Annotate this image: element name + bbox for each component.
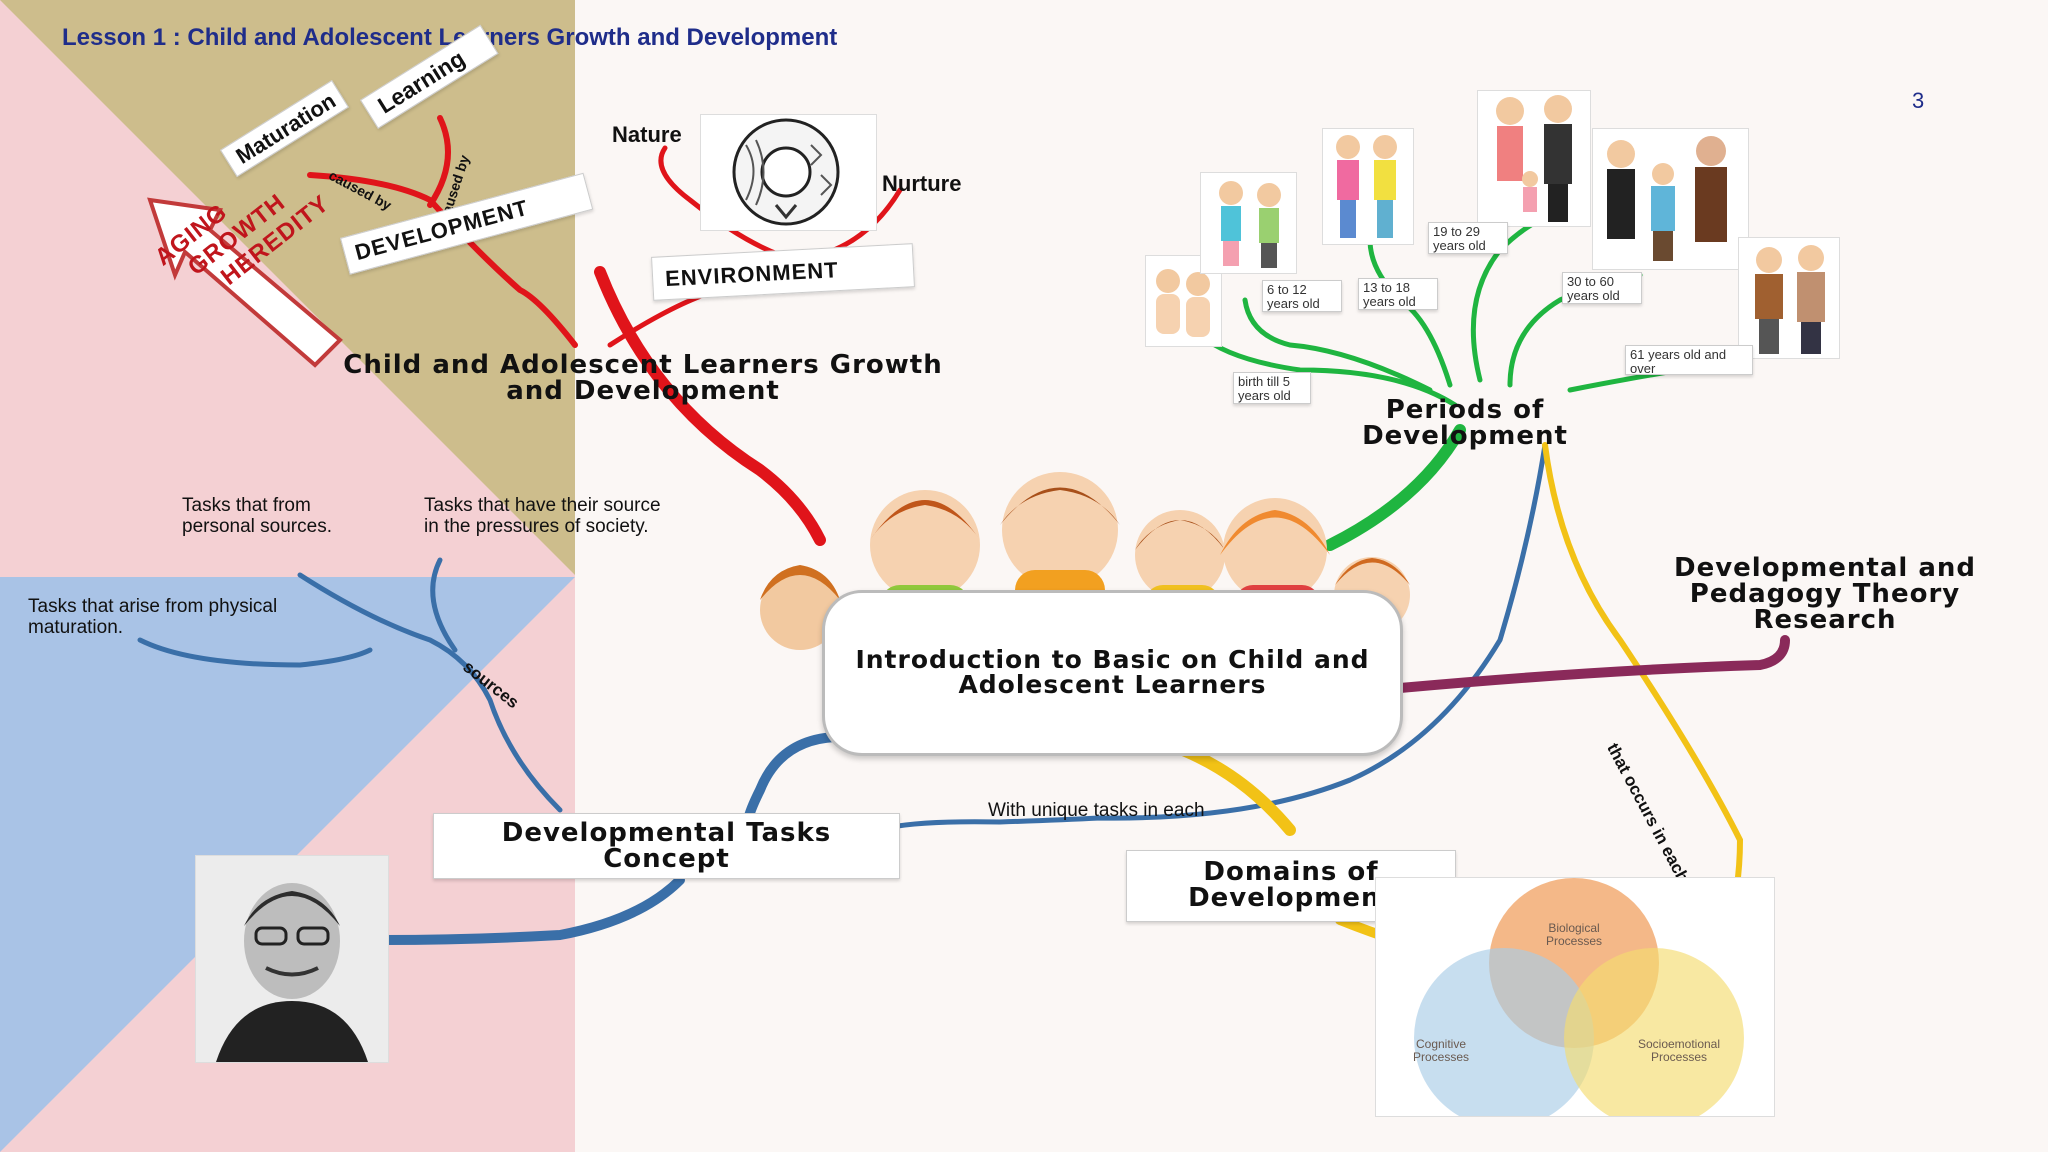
center-topic-box: Introduction to Basic on Child and Adole… bbox=[822, 590, 1403, 756]
venn-diagram-icon bbox=[1414, 878, 1744, 1128]
children-icon bbox=[1219, 181, 1281, 268]
venn-cognitive-label: Cognitive Processes bbox=[1412, 1037, 1470, 1065]
nature-nurture-image bbox=[700, 114, 877, 231]
young-adults-photo bbox=[1477, 90, 1591, 227]
heredity-arrow-icon bbox=[147, 197, 343, 368]
stage-19-29-label: 19 to 29 years old bbox=[1428, 222, 1508, 254]
young-adults-icon bbox=[1496, 95, 1572, 222]
tasks-concept-box: Developmental Tasks Concept bbox=[433, 813, 900, 879]
tasks-concept-title: Developmental Tasks Concept bbox=[501, 818, 832, 874]
domains-venn-panel: Biological Processes Cognitive Processes… bbox=[1375, 877, 1775, 1128]
nurture-label: Nurture bbox=[882, 171, 962, 196]
research-title: Developmental and Pedagogy Theory Resear… bbox=[1673, 553, 1977, 635]
venn-socioemotional-label: Socioemotional Processes bbox=[1637, 1037, 1721, 1065]
children-photo bbox=[1200, 172, 1297, 274]
nature-nurture-circle-icon bbox=[732, 118, 840, 226]
periods-title: Periods of Development bbox=[1362, 395, 1568, 451]
nature-label: Nature bbox=[612, 122, 682, 147]
stage-61-label: 61 years old and over bbox=[1625, 345, 1753, 375]
theorist-portrait-photo bbox=[195, 855, 389, 1063]
page-number: 3 bbox=[1912, 88, 1925, 113]
teens-icon bbox=[1336, 135, 1397, 238]
unique-tasks-label: With unique tasks in each bbox=[988, 800, 1205, 821]
elderly-photo bbox=[1738, 237, 1840, 359]
man-portrait-icon bbox=[196, 856, 388, 1062]
stage-13-18-label: 13 to 18 years old bbox=[1358, 278, 1438, 310]
environment-label: ENVIRONMENT bbox=[664, 257, 840, 292]
domains-title: Domains of Development bbox=[1188, 857, 1394, 913]
elderly-icon bbox=[1755, 245, 1825, 354]
task-source-personal: Tasks that from personal sources. bbox=[182, 495, 332, 537]
center-topic-title: Introduction to Basic on Child and Adole… bbox=[855, 645, 1370, 699]
stage-6-12-label: 6 to 12 years old bbox=[1262, 280, 1342, 312]
stage-30-60-label: 30 to 60 years old bbox=[1562, 272, 1642, 304]
babies-icon bbox=[1156, 269, 1210, 337]
task-source-society: Tasks that have their source in the pres… bbox=[424, 495, 661, 537]
growth-title: Child and Adolescent Learners Growth and… bbox=[343, 350, 943, 406]
adults-family-photo bbox=[1592, 128, 1749, 270]
family-icon bbox=[1607, 136, 1727, 261]
venn-biological-label: Biological Processes bbox=[1545, 921, 1603, 949]
stage-birth-label: birth till 5 years old bbox=[1233, 372, 1311, 404]
teens-photo bbox=[1322, 128, 1414, 245]
task-source-physical: Tasks that arise from physical maturatio… bbox=[28, 596, 278, 638]
